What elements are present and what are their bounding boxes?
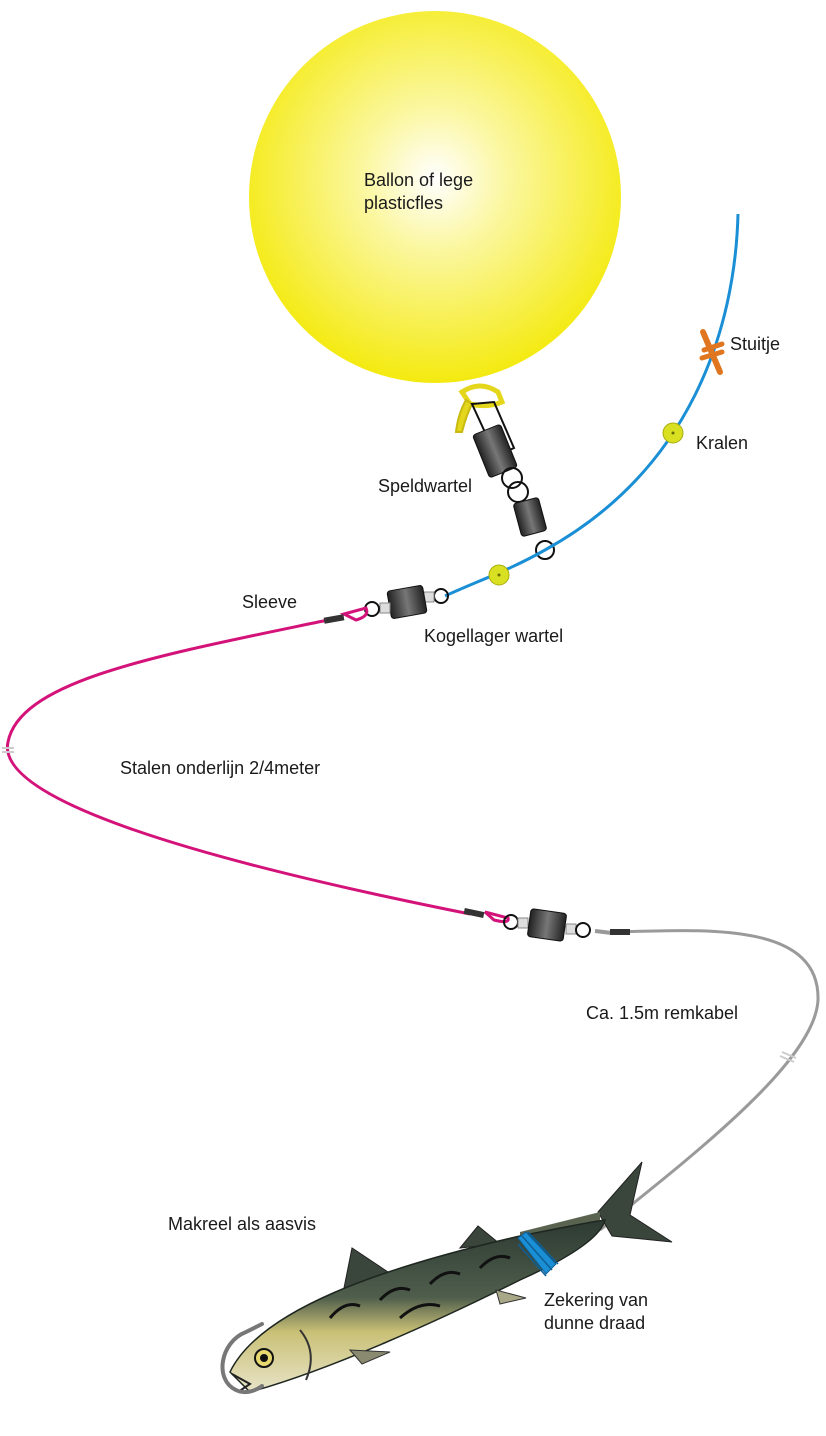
balloon-clip	[454, 383, 506, 433]
beads-label: Kralen	[696, 433, 748, 453]
mackerel-icon	[229, 1161, 673, 1393]
sleeve-label: Sleeve	[242, 592, 297, 612]
steel-leader: Sleeve Stalen onderlijn 2/4meter	[2, 592, 510, 924]
fuse-label-line2: dunne draad	[544, 1313, 645, 1333]
brake-cable-label: Ca. 1.5m remkabel	[586, 1003, 738, 1023]
ball-bearing-swivel-label: Kogellager wartel	[424, 626, 563, 646]
fuse-label-line1: Zekering van	[544, 1290, 648, 1310]
bait-fish-label: Makreel als aasvis	[168, 1214, 316, 1234]
balloon-label-line1: Ballon of lege	[364, 170, 473, 190]
balloon-icon	[249, 11, 621, 383]
fuse-wrap: Zekering van dunne draad	[517, 1231, 648, 1333]
steel-leader-label: Stalen onderlijn 2/4meter	[120, 758, 320, 778]
snap-swivel-label: Speldwartel	[378, 476, 472, 496]
beads: Kralen	[488, 422, 748, 586]
balloon: Ballon of lege plasticfles	[249, 11, 621, 383]
brake-cable: Ca. 1.5m remkabel	[586, 929, 820, 1232]
snap-swivel: Speldwartel	[378, 400, 555, 560]
balloon-label-line2: plasticfles	[364, 193, 443, 213]
stopper: Stuitje	[699, 329, 780, 375]
lower-swivel	[503, 908, 591, 942]
stopper-label: Stuitje	[730, 334, 780, 354]
hook-icon	[220, 1322, 264, 1395]
ball-bearing-swivel: Kogellager wartel	[364, 585, 563, 646]
